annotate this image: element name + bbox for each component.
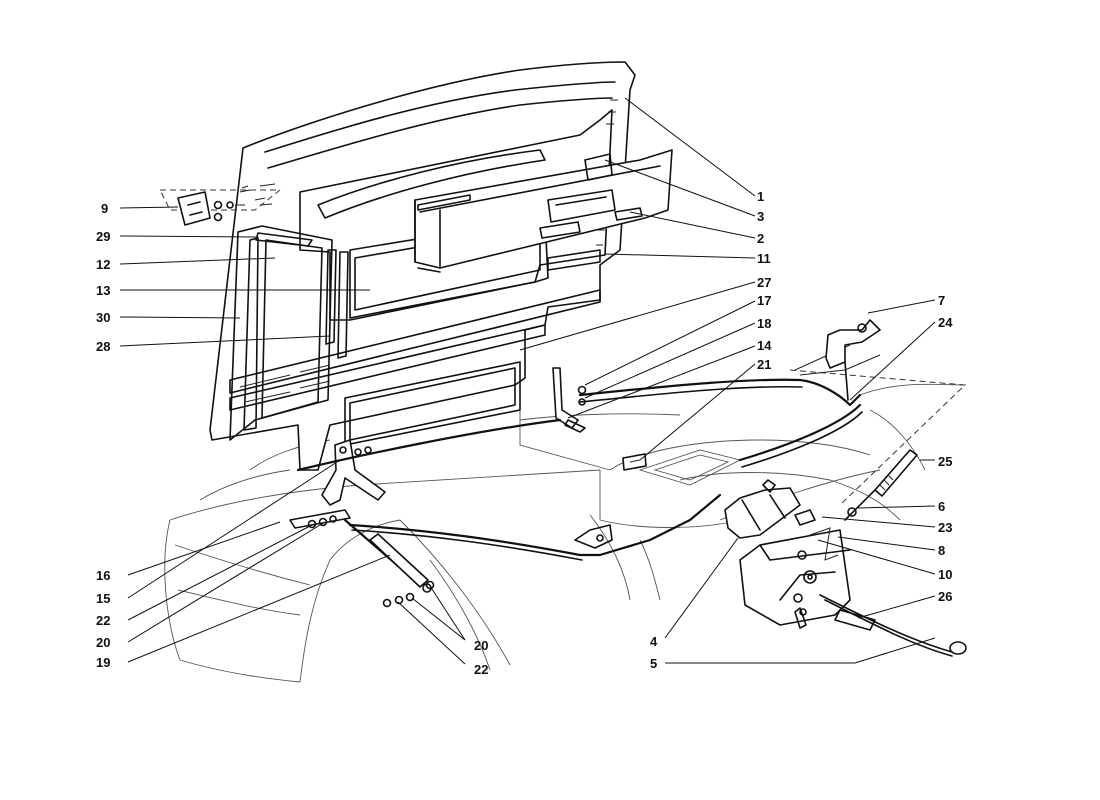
- callout-labels: 1 2 3 4 5 6 7 8 9 10 11 12 13 14 15 16 1…: [96, 189, 953, 677]
- callout-16: 16: [96, 568, 110, 583]
- callout-3: 3: [757, 209, 764, 224]
- callout-21: 21: [757, 357, 771, 372]
- callout-17: 17: [757, 293, 771, 308]
- callout-13: 13: [96, 283, 110, 298]
- car-body-outline: [164, 383, 966, 683]
- callout-5: 5: [650, 656, 657, 671]
- callout-30: 30: [96, 310, 110, 325]
- callout-25: 25: [938, 454, 952, 469]
- callout-22-left: 22: [96, 613, 110, 628]
- callout-9: 9: [101, 201, 108, 216]
- callout-24: 24: [938, 315, 953, 330]
- callout-26: 26: [938, 589, 952, 604]
- callout-8: 8: [938, 543, 945, 558]
- callout-23: 23: [938, 520, 952, 535]
- callout-11: 11: [757, 251, 771, 266]
- front-pad-assembly: [414, 149, 673, 273]
- callout-10: 10: [938, 567, 952, 582]
- callout-1: 1: [757, 189, 764, 204]
- callout-20-right: 20: [474, 638, 488, 653]
- callout-6: 6: [938, 499, 945, 514]
- callout-22-right: 22: [474, 662, 488, 677]
- callout-4: 4: [650, 634, 658, 649]
- callout-20-left: 20: [96, 635, 110, 650]
- callout-15: 15: [96, 591, 110, 606]
- callout-12: 12: [96, 257, 110, 272]
- callout-19: 19: [96, 655, 110, 670]
- hood-support-assembly: [289, 367, 863, 608]
- callout-28: 28: [96, 339, 110, 354]
- callout-27: 27: [757, 275, 771, 290]
- latch-assembly: [724, 319, 967, 657]
- callout-7: 7: [938, 293, 945, 308]
- callout-14: 14: [757, 338, 772, 353]
- callout-18: 18: [757, 316, 771, 331]
- callout-29: 29: [96, 229, 110, 244]
- callout-2: 2: [757, 231, 764, 246]
- leader-lines: [119, 97, 936, 665]
- hinge-9-assembly: [159, 183, 282, 226]
